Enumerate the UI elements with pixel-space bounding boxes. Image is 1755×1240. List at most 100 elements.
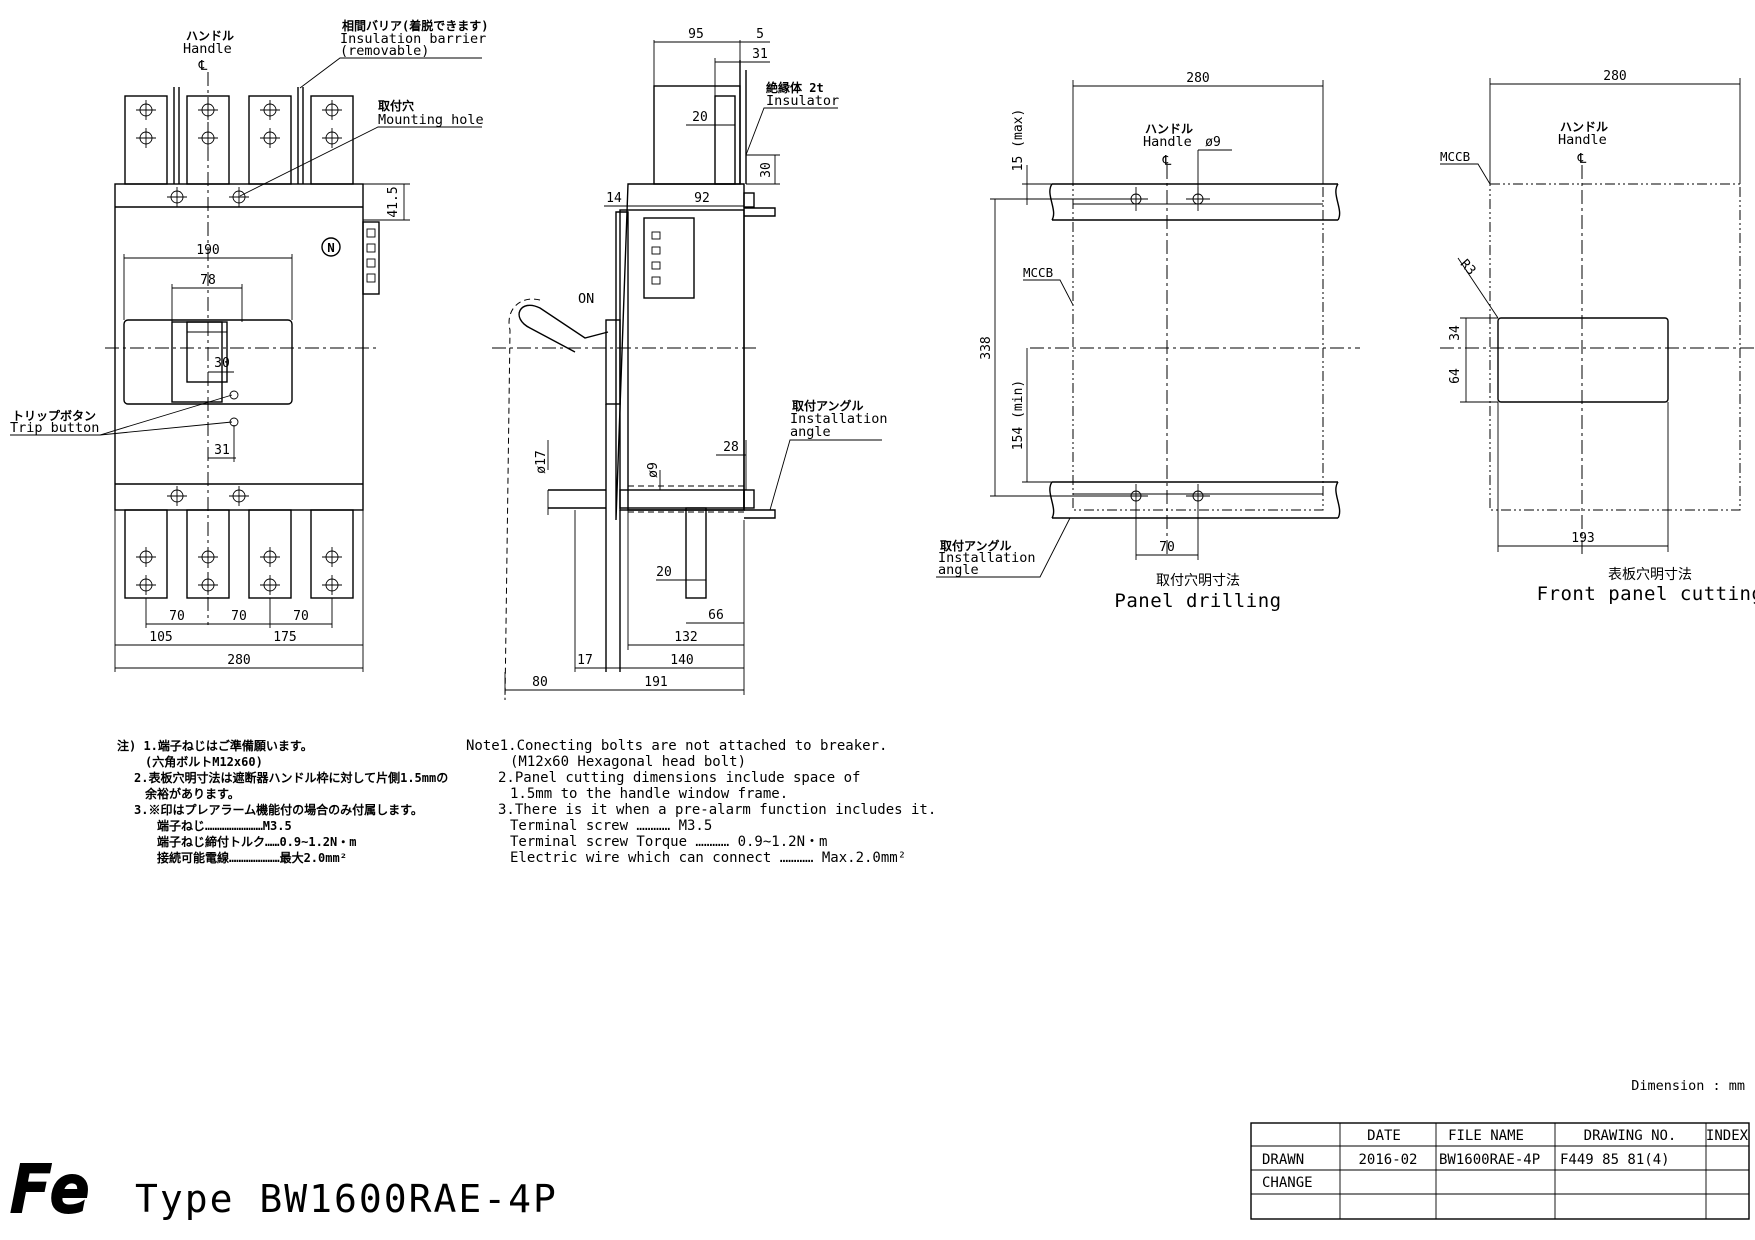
bolt-crosshair <box>260 575 280 595</box>
fe-logo: Fe <box>9 1150 90 1229</box>
dim-70-c: 70 <box>293 609 309 624</box>
neutral-letter: N <box>327 240 335 255</box>
dim-r3: R3 <box>1457 257 1479 279</box>
note-jp-5: 3.※印はプレアラーム機能付の場合のみ付属します。 <box>134 802 423 817</box>
handle-label-jp: ハンドル <box>186 29 234 43</box>
angle-label-en-2: angle <box>790 424 831 440</box>
note-en-8: Electric wire which can connect ………… Max… <box>510 850 906 866</box>
tb-header-index: INDEX <box>1706 1128 1749 1144</box>
bolt-crosshair <box>322 575 342 595</box>
mounting-hole-label-en: Mounting hole <box>378 112 484 128</box>
cutout <box>1497 317 1669 403</box>
front-panel-dimensions: 280 34 64 193 R3 <box>1448 69 1741 552</box>
dim-dia-9-drill: ø9 <box>1205 135 1221 150</box>
dim-20-top: 20 <box>692 110 708 125</box>
note-en-4: 1.5mm to the handle window frame. <box>510 786 788 802</box>
dim-92: 92 <box>694 191 710 206</box>
drill-mccb-label: MCCB <box>1023 265 1053 280</box>
tb-header-date: DATE <box>1367 1128 1401 1144</box>
panel-handle-label-jp: ハンドル <box>1560 120 1608 134</box>
dim-30: 30 <box>214 356 230 371</box>
on-label: ON <box>578 291 594 307</box>
dim-28: 28 <box>723 440 739 455</box>
note-en-1: Note1.Conecting bolts are not attached t… <box>466 738 887 754</box>
dim-132: 132 <box>674 630 697 645</box>
upper-terminals <box>124 87 354 185</box>
panel-drilling-caption-en: Panel drilling <box>1114 590 1281 612</box>
barrier-label-en: Insulation barrier <box>340 31 486 47</box>
bolt-crosshair <box>260 100 280 120</box>
panel-handle-label-en: Handle <box>1558 132 1607 148</box>
bolt-crosshair <box>229 187 249 207</box>
panel-mccb-label: MCCB <box>1440 149 1470 164</box>
dim-105: 105 <box>149 630 172 645</box>
note-en-5: 3.There is it when a pre-alarm function … <box>498 802 936 818</box>
dim-80: 80 <box>532 675 548 690</box>
bolt-crosshair <box>198 547 218 567</box>
handle-label-en: Handle <box>183 41 232 57</box>
trip-button-label-jp: トリップボタン <box>12 408 96 423</box>
bolt-crosshair <box>136 100 156 120</box>
dim-30-side: 30 <box>759 162 774 178</box>
bolt-crosshair <box>322 547 342 567</box>
tb-header-file-name: FILE NAME <box>1448 1128 1524 1144</box>
tb-drawn-drawing-no: F449 85 81(4) <box>1560 1152 1670 1168</box>
dimension-unit: Dimension : mm <box>1631 1078 1745 1094</box>
dim-193: 193 <box>1571 531 1594 546</box>
drill-handle-label-jp: ハンドル <box>1145 122 1193 136</box>
installation-angle-bottom <box>744 509 776 519</box>
dim-70-a: 70 <box>169 609 185 624</box>
dim-15-max: 15 (max) <box>1011 109 1026 172</box>
dim-17: 17 <box>577 653 593 668</box>
front-panel-caption-en: Front panel cutting <box>1537 583 1755 605</box>
bolt-crosshair <box>136 128 156 148</box>
dim-175: 175 <box>273 630 296 645</box>
tb-drawn-date: 2016-02 <box>1358 1152 1417 1168</box>
notes-english: Note1.Conecting bolts are not attached t… <box>466 738 936 866</box>
lower-terminals <box>124 509 354 599</box>
side-dimensions: 95 5 31 20 30 14 92 ø17 ø9 28 <box>504 27 780 695</box>
front-panel-cutting-view: 280 34 64 193 R3 ハンドル Handle ℄ MCCB 表板穴明… <box>1440 69 1755 605</box>
note-jp-8: 接続可能電線…………………最大2.0mm² <box>157 850 347 865</box>
dim-190: 190 <box>196 243 219 258</box>
dim-78: 78 <box>200 273 216 288</box>
bolt-crosshair <box>229 486 249 506</box>
drill-handle-label-en: Handle <box>1143 134 1192 150</box>
insulator-label-en: Insulator <box>766 93 839 109</box>
installation-angle-top <box>744 207 776 217</box>
bolt-crosshair <box>198 575 218 595</box>
dim-14: 14 <box>606 191 622 206</box>
tb-row-change-label: CHANGE <box>1262 1175 1313 1191</box>
dim-154-min: 154 (min) <box>1011 380 1026 450</box>
note-en-7: Terminal screw Torque ………… 0.9~1.2N・m <box>510 834 827 850</box>
note-jp-3: 2.表板穴明寸法は遮断器ハンドル枠に対して片側1.5mmの <box>134 770 448 785</box>
title-block: DATE FILE NAME DRAWING NO. INDEX DRAWN 2… <box>1250 1122 1750 1220</box>
logo-text: Fe <box>10 1151 89 1228</box>
type-label: Type BW1600RAE-4P <box>135 1177 558 1221</box>
note-en-2: (M12x60 Hexagonal head bolt) <box>510 754 746 770</box>
drill-angle-label-en: Installation <box>938 550 1036 566</box>
handle-centerline-mark: ℄ <box>198 58 208 74</box>
angle-label-jp: 取付アングル <box>792 398 864 413</box>
dim-dia-9-side: ø9 <box>646 462 661 478</box>
breaker-body <box>114 183 364 511</box>
dim-31-side: 31 <box>752 47 768 62</box>
note-jp-4: 余裕があります。 <box>144 786 240 801</box>
panel-handle-centerline-mark: ℄ <box>1577 151 1587 167</box>
tb-row-drawn-label: DRAWN <box>1262 1152 1304 1168</box>
dim-95: 95 <box>688 27 704 42</box>
front-view: N 190 78 30 31 41.5 <box>10 18 488 672</box>
bolt-crosshair <box>136 547 156 567</box>
note-jp-1: 注) 1.端子ねじはご準備願います。 <box>117 738 313 753</box>
barrier-label-en-2: (removable) <box>340 43 429 59</box>
side-view: 95 5 31 20 30 14 92 ø17 ø9 28 <box>492 27 888 701</box>
bolt-crosshair <box>167 187 187 207</box>
dim-280: 280 <box>227 653 250 668</box>
bolt-crosshair <box>198 100 218 120</box>
drill-angle-label-jp: 取付アングル <box>940 538 1012 553</box>
tb-header-drawing-no: DRAWING NO. <box>1584 1128 1677 1144</box>
angle-label-en: Installation <box>790 411 888 427</box>
dim-70-drill: 70 <box>1159 540 1175 555</box>
dim-41-5: 41.5 <box>386 186 401 217</box>
